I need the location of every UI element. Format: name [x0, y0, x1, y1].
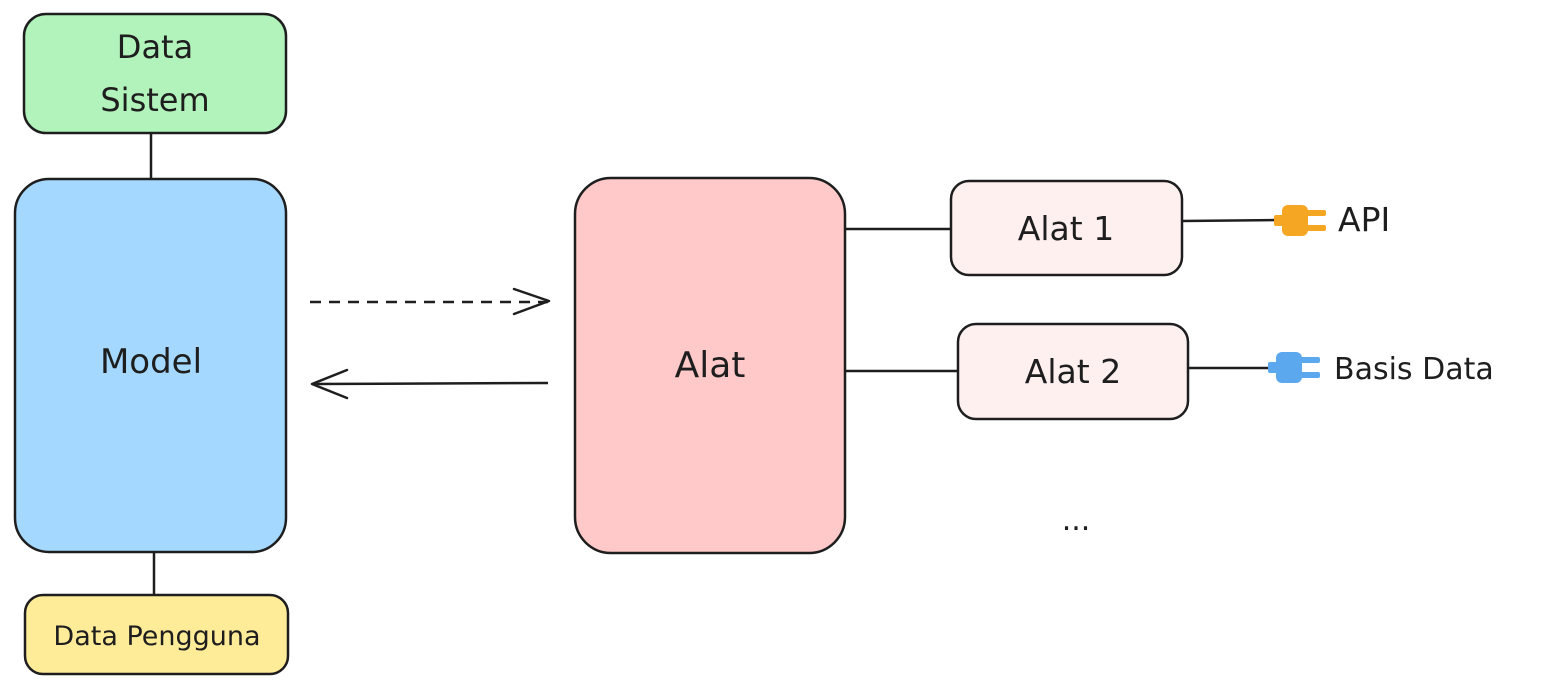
user-data-label: Data Pengguna: [53, 621, 260, 652]
tool2-box: [956, 322, 1190, 421]
more-tools-ellipsis: ...: [1062, 503, 1091, 538]
api-plug-icon: [1274, 205, 1326, 236]
api-label: API: [1338, 200, 1390, 239]
model-label: Model: [100, 342, 202, 382]
database-plug-icon: [1268, 352, 1320, 383]
tools-box: [573, 176, 847, 555]
system-data-label-line2: Sistem: [100, 81, 209, 119]
response-arrow-head: [310, 368, 349, 400]
system-data-box: [22, 12, 288, 135]
request-arrow-head: [512, 287, 551, 316]
database-label: Basis Data: [1334, 352, 1494, 387]
tool2-label: Alat 2: [1025, 352, 1121, 391]
response-arrow-shaft: [311, 381, 549, 386]
user-data-box: [23, 593, 290, 676]
model-box: [13, 177, 288, 554]
tool1-box: [949, 179, 1184, 277]
tool1-api-cable: [1181, 218, 1279, 223]
system-data-label-line1: Data: [117, 28, 193, 66]
tools-label: Alat: [675, 345, 746, 386]
tool1-label: Alat 1: [1018, 209, 1114, 248]
